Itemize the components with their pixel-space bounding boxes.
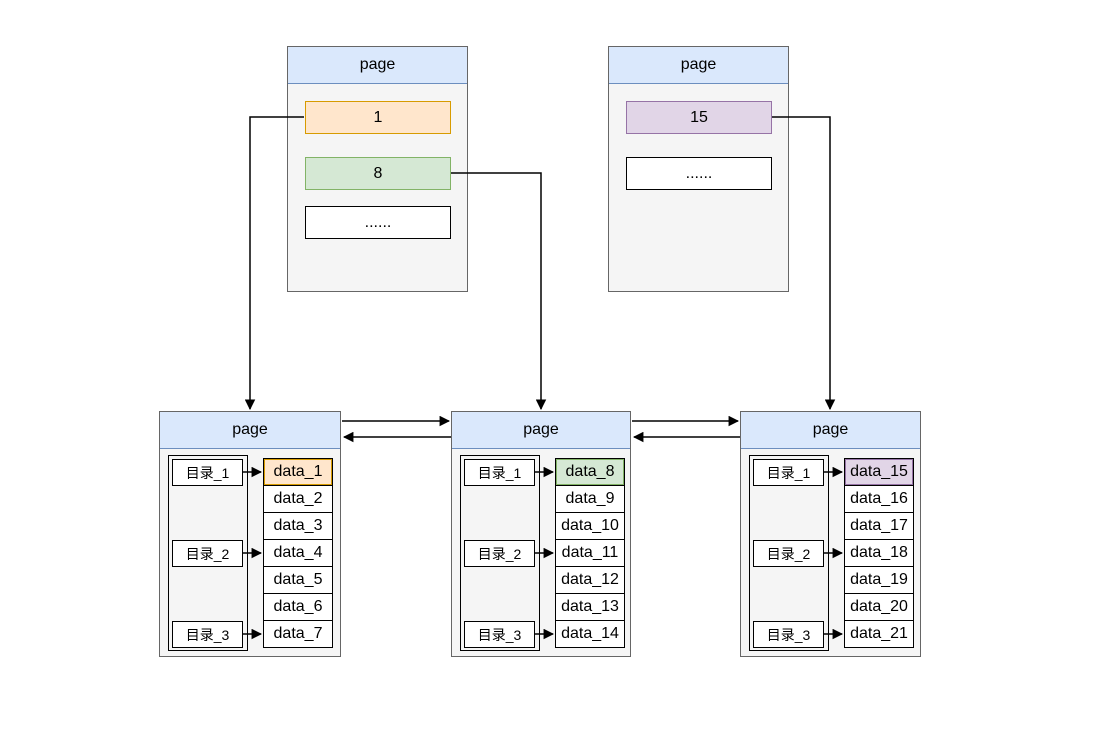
leaf-page-3-data-cell: data_18: [845, 539, 913, 566]
leaf-page-1-data-cell: data_5: [264, 566, 332, 593]
leaf-page-1-directory-1: 目录_1: [172, 459, 243, 486]
leaf-page-2-directory-2: 目录_2: [464, 540, 535, 567]
leaf-page-2-data-column: data_8 data_9 data_10 data_11 data_12 da…: [555, 458, 625, 648]
leaf-page-1-data-cell: data_7: [264, 620, 332, 647]
top-page-a-header: page: [288, 47, 467, 84]
leaf-page-2: page 目录_1 目录_2 目录_3 data_8 data_9 data_1…: [451, 411, 631, 657]
leaf-page-1-directory-3: 目录_3: [172, 621, 243, 648]
leaf-page-3-data-cell: data_15: [845, 459, 913, 485]
leaf-page-2-data-cell: data_11: [556, 539, 624, 566]
leaf-page-3-data-cell: data_16: [845, 485, 913, 512]
leaf-page-2-data-cell: data_13: [556, 593, 624, 620]
leaf-page-1-data-column: data_1 data_2 data_3 data_4 data_5 data_…: [263, 458, 333, 648]
leaf-page-2-directory-3: 目录_3: [464, 621, 535, 648]
leaf-page-3-directory-1: 目录_1: [753, 459, 824, 486]
leaf-page-2-data-cell: data_8: [556, 459, 624, 485]
leaf-page-2-data-cell: data_14: [556, 620, 624, 647]
leaf-page-3-data-cell: data_20: [845, 593, 913, 620]
leaf-page-3-data-cell: data_17: [845, 512, 913, 539]
top-page-b: page 15 ......: [608, 46, 789, 292]
top-page-a-key-3: ......: [305, 206, 451, 239]
leaf-page-1-data-cell: data_6: [264, 593, 332, 620]
leaf-page-1-header: page: [160, 412, 340, 449]
leaf-page-1-data-cell: data_2: [264, 485, 332, 512]
top-page-b-header: page: [609, 47, 788, 84]
leaf-page-3: page 目录_1 目录_2 目录_3 data_15 data_16 data…: [740, 411, 921, 657]
top-page-b-key-1: 15: [626, 101, 772, 134]
leaf-page-3-header: page: [741, 412, 920, 449]
top-page-a-key-2: 8: [305, 157, 451, 190]
leaf-page-1-data-cell: data_1: [264, 459, 332, 485]
leaf-page-3-data-column: data_15 data_16 data_17 data_18 data_19 …: [844, 458, 914, 648]
leaf-page-1-data-cell: data_4: [264, 539, 332, 566]
leaf-page-1-directory-2: 目录_2: [172, 540, 243, 567]
leaf-page-3-data-cell: data_21: [845, 620, 913, 647]
leaf-page-2-header: page: [452, 412, 630, 449]
top-page-a-key-1: 1: [305, 101, 451, 134]
leaf-page-2-data-cell: data_9: [556, 485, 624, 512]
leaf-page-2-directory-1: 目录_1: [464, 459, 535, 486]
leaf-page-2-data-cell: data_12: [556, 566, 624, 593]
leaf-page-1: page 目录_1 目录_2 目录_3 data_1 data_2 data_3…: [159, 411, 341, 657]
leaf-page-2-data-cell: data_10: [556, 512, 624, 539]
leaf-page-1-data-cell: data_3: [264, 512, 332, 539]
leaf-page-3-directory-2: 目录_2: [753, 540, 824, 567]
top-page-b-key-2: ......: [626, 157, 772, 190]
leaf-page-3-directory-3: 目录_3: [753, 621, 824, 648]
top-page-a: page 1 8 ......: [287, 46, 468, 292]
leaf-page-3-data-cell: data_19: [845, 566, 913, 593]
